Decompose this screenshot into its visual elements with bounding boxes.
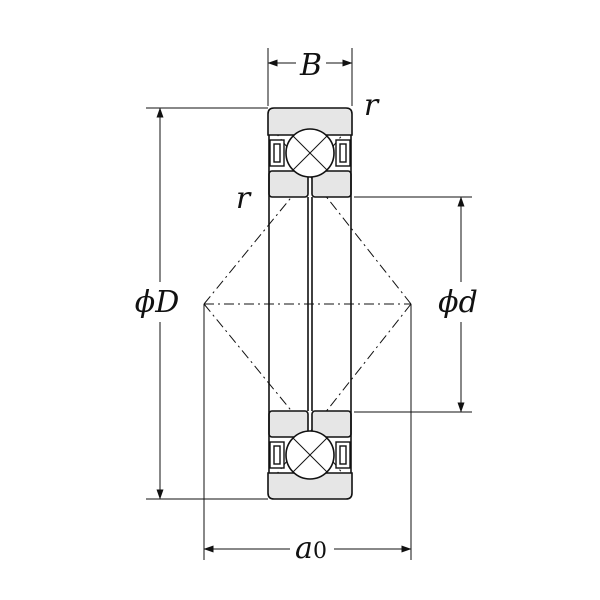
load-center-label: a0 — [295, 531, 327, 566]
bore-diameter-letter: d — [459, 285, 478, 320]
cage-top-right-inner — [339, 143, 347, 163]
bore-diameter-label: ϕd — [438, 285, 478, 320]
load-center-subscript: 0 — [313, 539, 327, 564]
extension-lines — [146, 48, 472, 560]
outer-diameter-label: ϕD — [135, 285, 180, 320]
outer-diameter-letter: D — [154, 285, 179, 320]
cage-bottom-right-inner — [339, 445, 347, 465]
cage-bottom-left-inner — [273, 445, 281, 465]
outer-diameter-symbol: ϕ — [135, 285, 155, 320]
width-label: B — [299, 48, 322, 83]
ring-walls — [268, 135, 352, 473]
bearing-section-bottom — [267, 410, 353, 500]
radius-label-inner: r — [236, 181, 252, 216]
bearing-section-top — [267, 107, 353, 198]
bore-diameter-symbol: ϕ — [438, 285, 458, 320]
radius-label-top: r — [364, 88, 380, 123]
cage-top-left-inner — [273, 143, 281, 163]
dimension-lines — [156, 59, 465, 553]
load-center-letter: a — [295, 531, 313, 566]
outer-ring-top — [267, 107, 353, 136]
outer-ring-bottom — [267, 472, 353, 500]
